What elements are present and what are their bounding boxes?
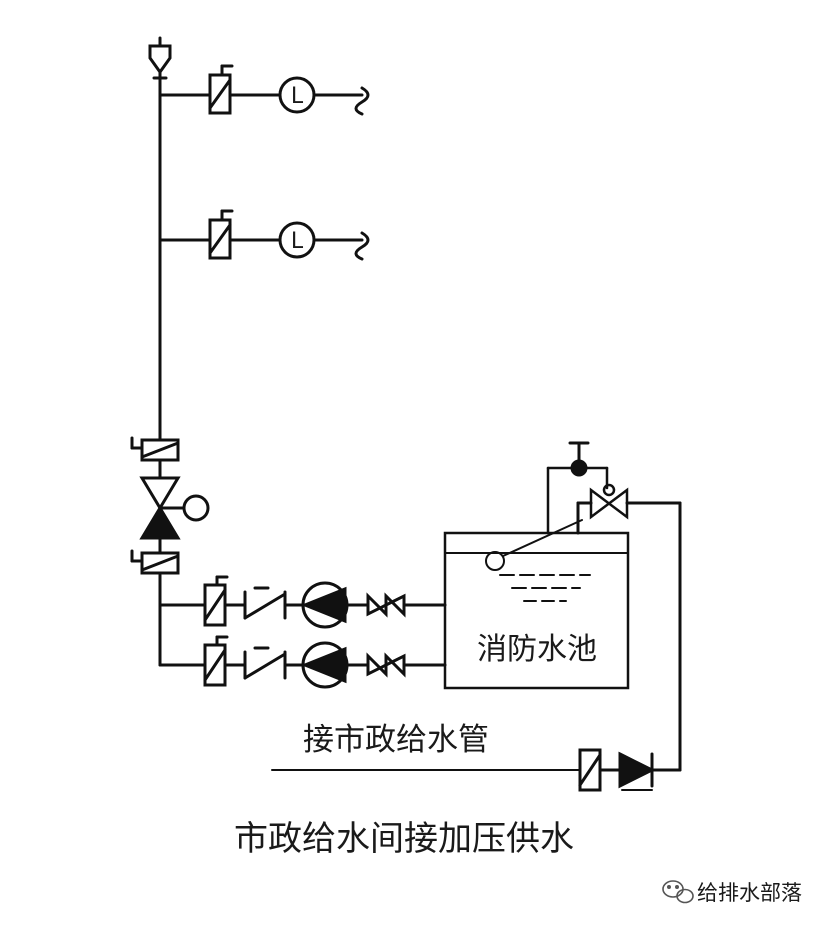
valve-icon — [208, 209, 234, 260]
pressure-valve-icon — [139, 476, 210, 540]
gate-valve-icon — [366, 592, 406, 618]
gate-valve-icon — [130, 436, 180, 462]
valve-icon — [203, 635, 229, 687]
hydrant-icon: L — [278, 76, 316, 114]
municipal-pipe-label: 接市政给水管 — [303, 722, 489, 758]
valve-icon — [203, 575, 229, 627]
gate-valve-icon — [366, 652, 406, 678]
pipe-break-icon — [354, 86, 370, 116]
hydrant-icon: L — [278, 221, 316, 259]
diagram-caption: 市政给水间接加压供水 — [234, 819, 574, 859]
pump-icon — [300, 581, 349, 629]
pump-icon — [300, 641, 349, 689]
hydrant-label: L — [291, 229, 304, 254]
gate-valve-icon — [130, 549, 180, 575]
pipe-break-icon — [354, 231, 370, 261]
air-vent-icon — [148, 36, 172, 84]
water-surface-icon — [499, 574, 591, 602]
fire-pool-label: 消防水池 — [477, 632, 597, 667]
float-valve-icon — [589, 483, 629, 520]
check-valve-icon — [243, 646, 287, 680]
watermark-text: 给排水部落 — [697, 881, 802, 905]
float-ball-icon — [485, 519, 583, 571]
control-valve-top-icon — [568, 441, 590, 477]
backflow-preventer-icon — [618, 751, 656, 791]
valve-icon — [578, 748, 602, 792]
valve-icon — [208, 64, 234, 115]
wechat-icon — [662, 880, 694, 904]
hydrant-label: L — [291, 84, 304, 109]
fire-pool-tank — [443, 531, 630, 690]
check-valve-icon — [243, 586, 287, 620]
